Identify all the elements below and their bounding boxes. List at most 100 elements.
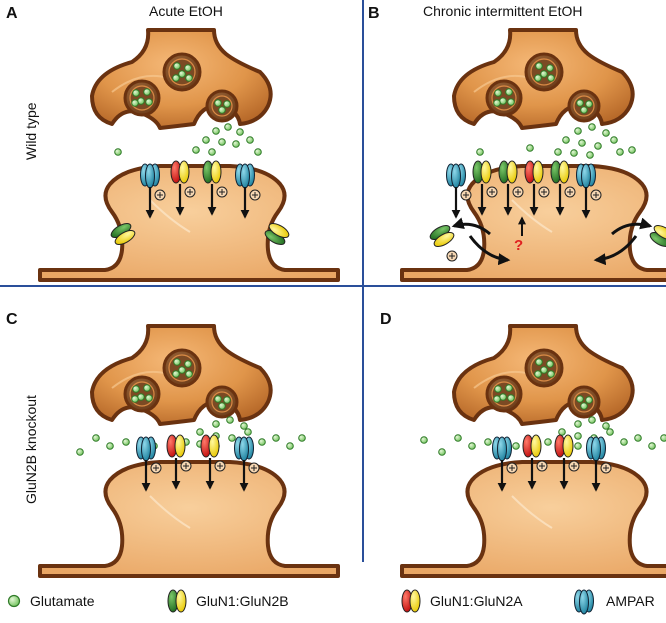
trafficking-arrow-left-lower [468, 235, 511, 266]
glutamate-molecule [558, 428, 566, 436]
cation-influx-symbol [486, 186, 498, 198]
glutamate-molecule [298, 434, 306, 442]
glutamate-molecule [145, 394, 153, 402]
glutamate-molecule [574, 432, 582, 440]
glutamate-molecule [132, 89, 140, 97]
trafficking-arrow-left [451, 217, 491, 236]
glutamate-molecule [132, 385, 140, 393]
glutamate-molecule [616, 148, 624, 156]
glutamate-molecule [223, 100, 231, 108]
glutamate-molecule [585, 100, 593, 108]
glutamate-molecule [258, 438, 266, 446]
glutamate-molecule [562, 136, 570, 144]
spine-highlight [511, 495, 553, 529]
glutamate-molecule [570, 149, 578, 157]
glutamate-molecule [202, 136, 210, 144]
synaptic-vesicle [162, 348, 202, 388]
glutamate-molecule [484, 438, 492, 446]
glutamate-molecule [476, 148, 484, 156]
glutamate-molecule [494, 89, 502, 97]
glun1-glun2a-receptor [522, 434, 542, 458]
cation-influx-symbol [248, 462, 260, 474]
glutamate-molecule [173, 62, 181, 70]
glutamate-molecule [224, 123, 232, 131]
ampar-receptor [576, 163, 596, 189]
glutamate-molecule [588, 416, 596, 424]
glutamate-molecule [184, 360, 192, 368]
panel-b-title: Chronic intermittent EtOH [423, 3, 583, 19]
ampar-receptor [234, 436, 254, 462]
glutamate-molecule [76, 448, 84, 456]
ampar-receptor [492, 436, 512, 462]
glutamate-molecule [535, 62, 543, 70]
glutamate-molecule [218, 106, 226, 114]
glun1-glun2b-receptor [649, 225, 666, 247]
glun1-glun2b-receptor [472, 160, 492, 184]
glutamate-molecule [546, 64, 554, 72]
glutamate-molecule [240, 422, 248, 430]
ampar-receptor [446, 163, 466, 189]
glutamate-molecule [620, 438, 628, 446]
synaptic-vesicle [205, 385, 239, 419]
glutamate-molecule [178, 70, 186, 78]
glun1-glun2b-receptor [550, 160, 570, 184]
glutamate-molecule [178, 366, 186, 374]
synaptic-vesicle [524, 348, 564, 388]
glutamate-molecule [505, 88, 513, 96]
synapse-panel [400, 324, 666, 578]
cation-influx-symbol [506, 462, 518, 474]
cation-influx-symbol [446, 250, 458, 262]
glutamate-molecule [648, 442, 656, 450]
glutamate-molecule [535, 358, 543, 366]
glutamate-molecule [594, 142, 602, 150]
ampar-receptor [140, 163, 160, 189]
glutamate-molecule [634, 434, 642, 442]
spine-highlight [149, 199, 191, 233]
synaptic-vesicle [567, 89, 601, 123]
glutamate-molecule [244, 428, 252, 436]
cation-influx-symbol [564, 186, 576, 198]
glutamate-molecule [226, 416, 234, 424]
synaptic-vesicle [123, 375, 161, 413]
glutamate-molecule [106, 442, 114, 450]
panel-a-title: Acute EtOH [149, 3, 223, 19]
glutamate-molecule [184, 64, 192, 72]
glutamate-molecule [576, 395, 584, 403]
legend-glun2a-label: GluN1:GluN2A [430, 593, 523, 609]
glutamate-molecule [218, 402, 226, 410]
glutamate-molecule [507, 98, 515, 106]
dendritic-spine [38, 164, 340, 282]
glutamate-molecule [505, 384, 513, 392]
glutamate-molecule [272, 434, 280, 442]
glutamate-molecule [454, 434, 462, 442]
legend-glun2a-icon [401, 589, 421, 613]
glutamate-molecule [610, 136, 618, 144]
spine-highlight [511, 199, 553, 233]
glutamate-molecule [602, 422, 610, 430]
synaptic-vesicle [567, 385, 601, 419]
glutamate-molecule [145, 98, 153, 106]
trafficking-arrow-right [611, 217, 653, 236]
synaptic-vesicle [524, 52, 564, 92]
glutamate-molecule [540, 70, 548, 78]
glutamate-molecule [493, 395, 501, 403]
legend-ampar-icon [574, 589, 594, 615]
glutamate-molecule [286, 442, 294, 450]
spine-highlight [149, 495, 191, 529]
glutamate-molecule [228, 434, 236, 442]
glutamate-molecule [602, 129, 610, 137]
glutamate-molecule [246, 136, 254, 144]
glutamate-molecule [540, 366, 548, 374]
glun1-glun2a-receptor [170, 160, 190, 184]
synaptic-vesicle [485, 79, 523, 117]
panel-d-letter: D [380, 311, 392, 328]
synapse-panel [38, 324, 340, 578]
cation-influx-symbol [184, 186, 196, 198]
panel-a-letter: A [6, 5, 18, 22]
glutamate-molecule [526, 144, 534, 152]
glutamate-molecule [208, 148, 216, 156]
glutamate-molecule [185, 74, 193, 82]
glutamate-molecule [131, 99, 139, 107]
